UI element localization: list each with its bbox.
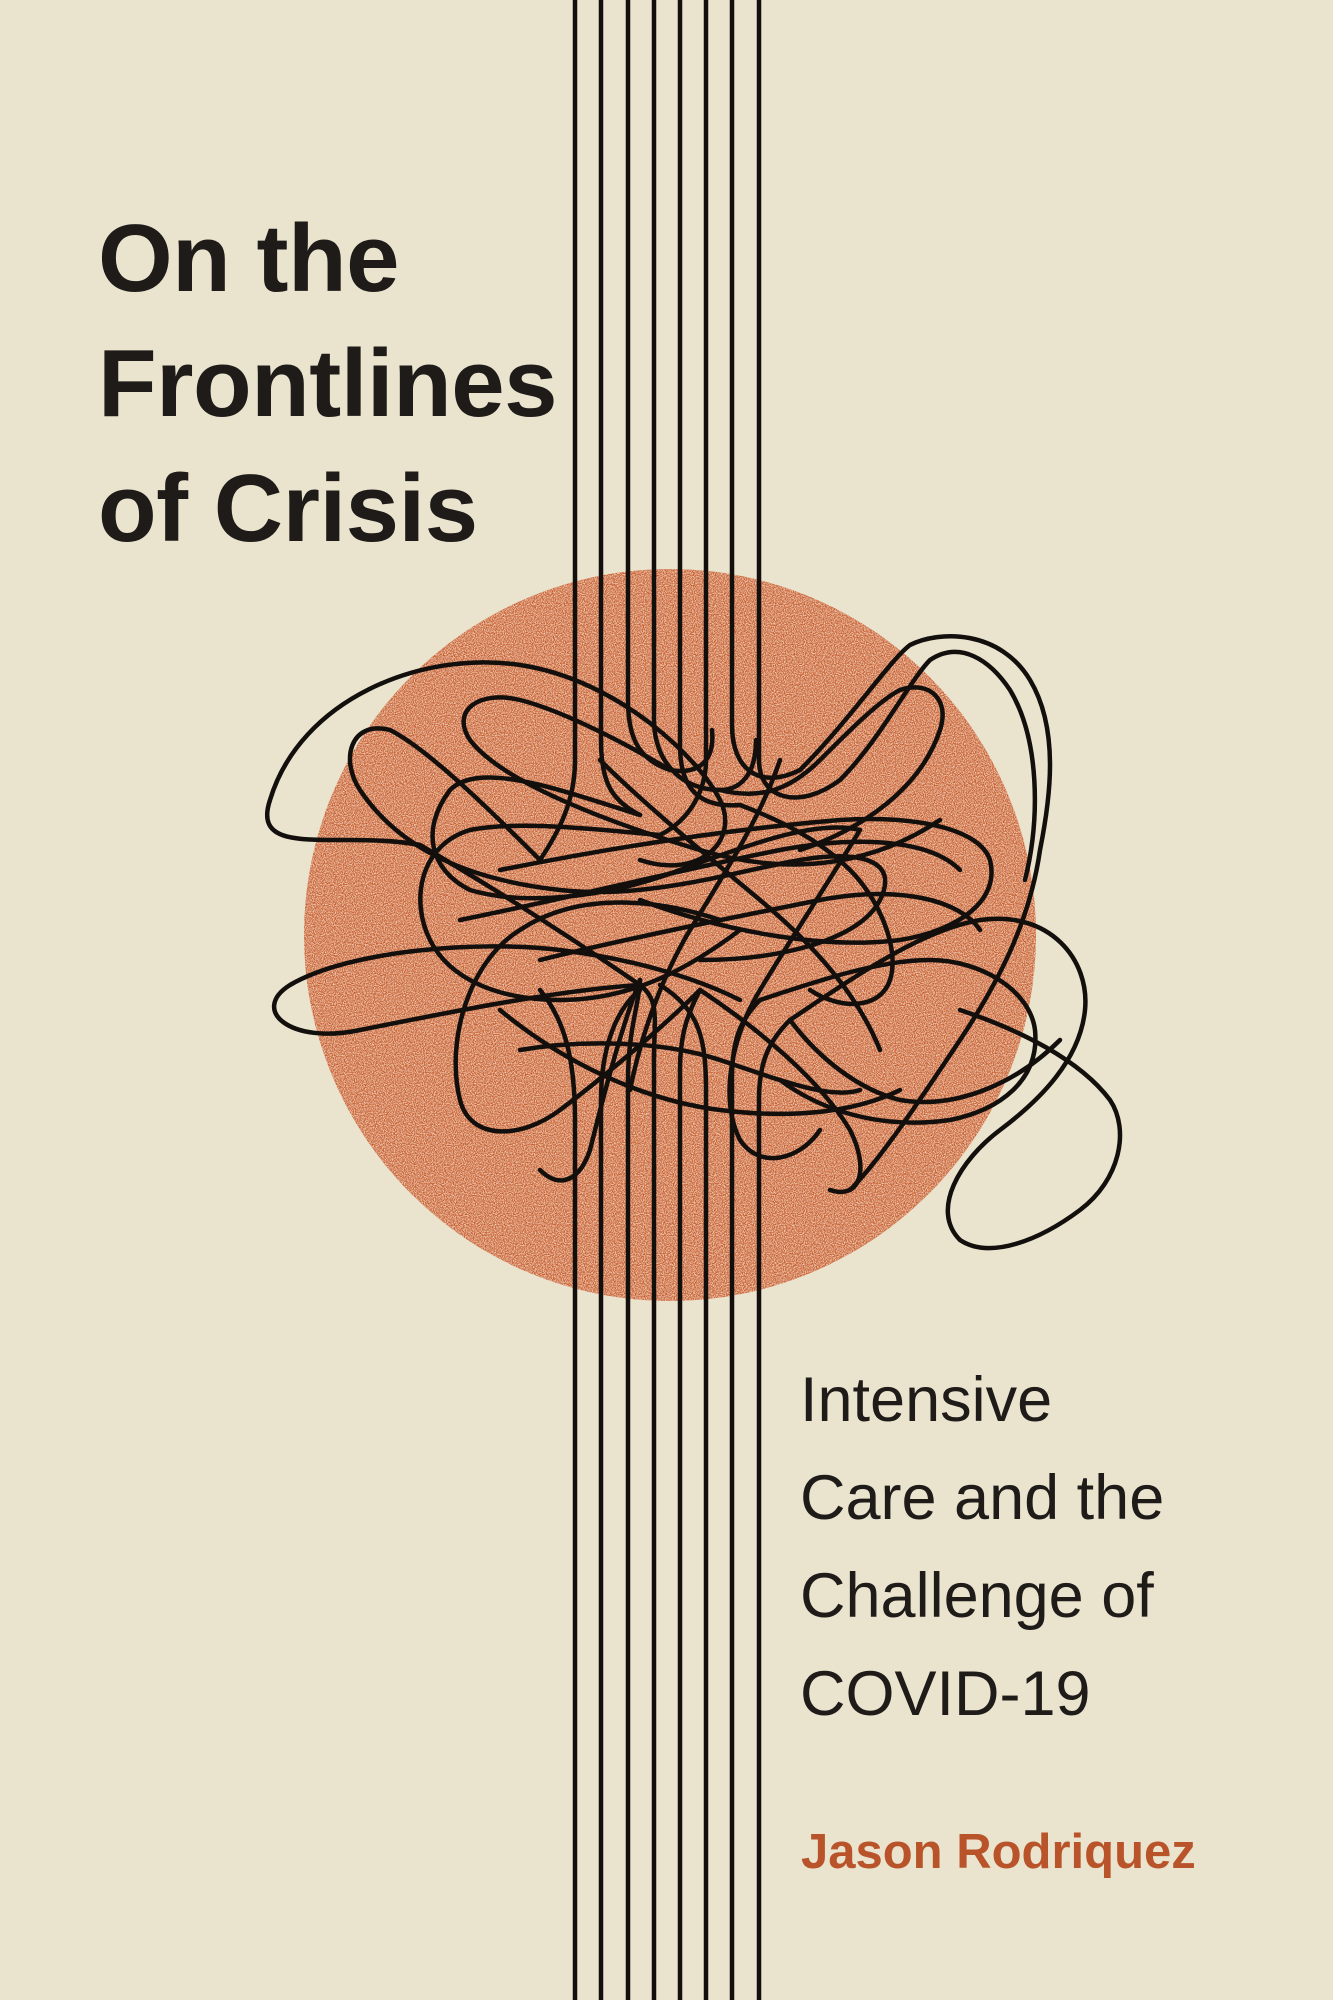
subtitle-line-4: COVID-19	[800, 1659, 1091, 1729]
tangled-scribble	[265, 634, 1123, 1251]
orange-circle	[304, 569, 1036, 1301]
title-line-1: On the	[98, 205, 399, 312]
book-title: On the Frontlines of Crisis	[98, 196, 558, 571]
book-subtitle: Intensive Care and the Challenge of COVI…	[800, 1351, 1164, 1743]
subtitle-line-2: Care and the	[800, 1463, 1165, 1533]
title-line-3: of Crisis	[98, 455, 478, 562]
author-name: Jason Rodriquez	[801, 1825, 1196, 1879]
title-line-2: Frontlines	[98, 330, 558, 437]
subtitle-line-3: Challenge of	[800, 1561, 1154, 1631]
subtitle-line-1: Intensive	[800, 1365, 1053, 1435]
